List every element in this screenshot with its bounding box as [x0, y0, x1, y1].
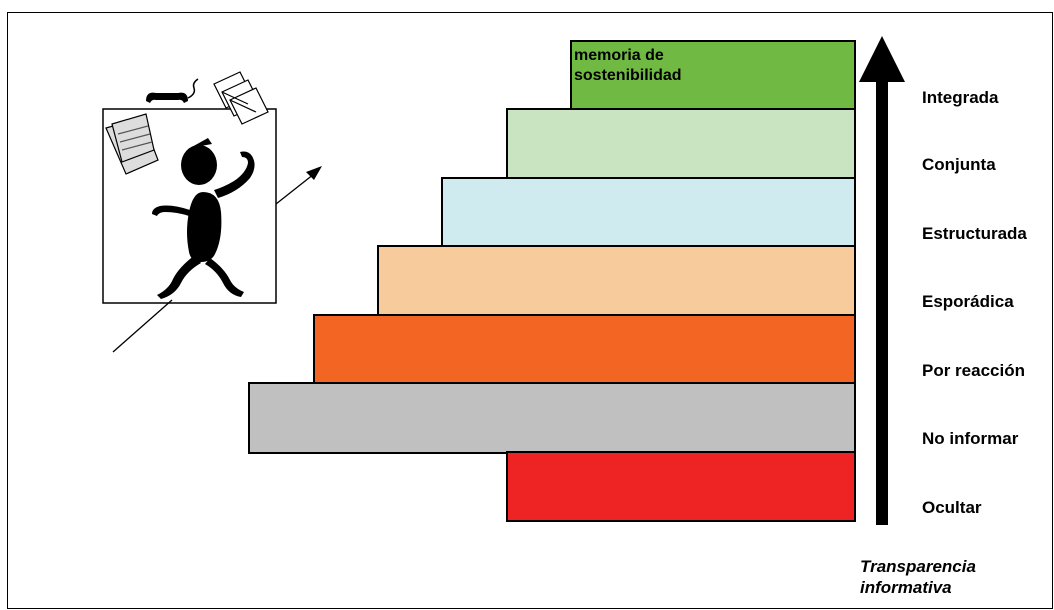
level-label-integrada: Integrada [922, 88, 999, 107]
stressed-person-icon [102, 71, 277, 304]
level-label-esporadica: Esporádica [922, 292, 1014, 311]
level-label-no-informar: No informar [922, 429, 1019, 448]
memoria-label: memoria de sostenibilidad [574, 47, 682, 84]
level-label-por-reaccion: Por reacción [922, 361, 1025, 380]
axis-caption-line2: informativa [860, 578, 952, 597]
axis-caption-line1: Transparencia [860, 557, 976, 576]
level-label-estructurada: Estructurada [922, 224, 1027, 243]
axis-caption: Transparencia informativa [860, 556, 976, 598]
up-arrow-icon [859, 36, 905, 525]
step-no-informar [248, 382, 856, 454]
level-label-conjunta: Conjunta [922, 155, 996, 174]
diagonal-arrow-icon [112, 166, 322, 353]
level-label-ocultar: Ocultar [922, 498, 982, 517]
step-estructurada [441, 177, 856, 248]
step-ocultar [506, 451, 856, 522]
step-memoria [570, 40, 856, 110]
